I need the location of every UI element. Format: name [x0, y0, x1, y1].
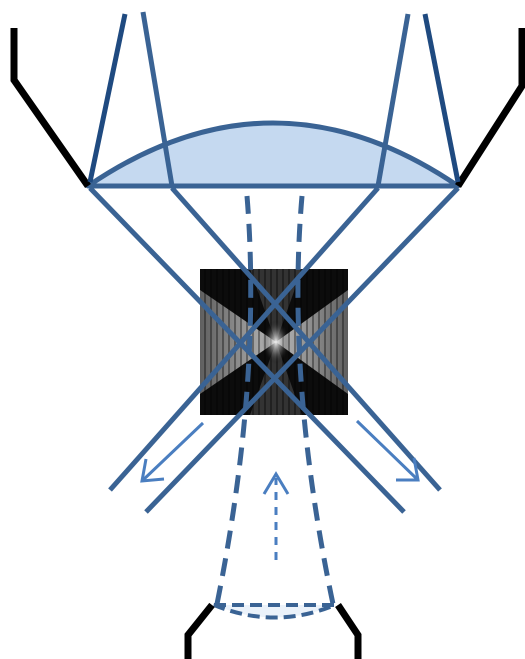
beam-top-right-outer	[425, 14, 458, 182]
beam-right-outer-cross	[146, 188, 458, 512]
beam-top-left-outer	[90, 14, 125, 182]
upper-right-mount	[458, 28, 522, 186]
sample-center-spot	[262, 320, 290, 364]
left-arrow-icon	[142, 423, 203, 481]
upper-left-mount	[14, 28, 88, 186]
interference-sample	[200, 269, 348, 415]
lower-right-mount	[338, 605, 358, 659]
objective-lens-icon	[88, 123, 458, 186]
lower-left-mount	[188, 605, 212, 659]
condenser-lens-icon	[214, 605, 335, 618]
up-arrow-icon	[264, 474, 288, 560]
